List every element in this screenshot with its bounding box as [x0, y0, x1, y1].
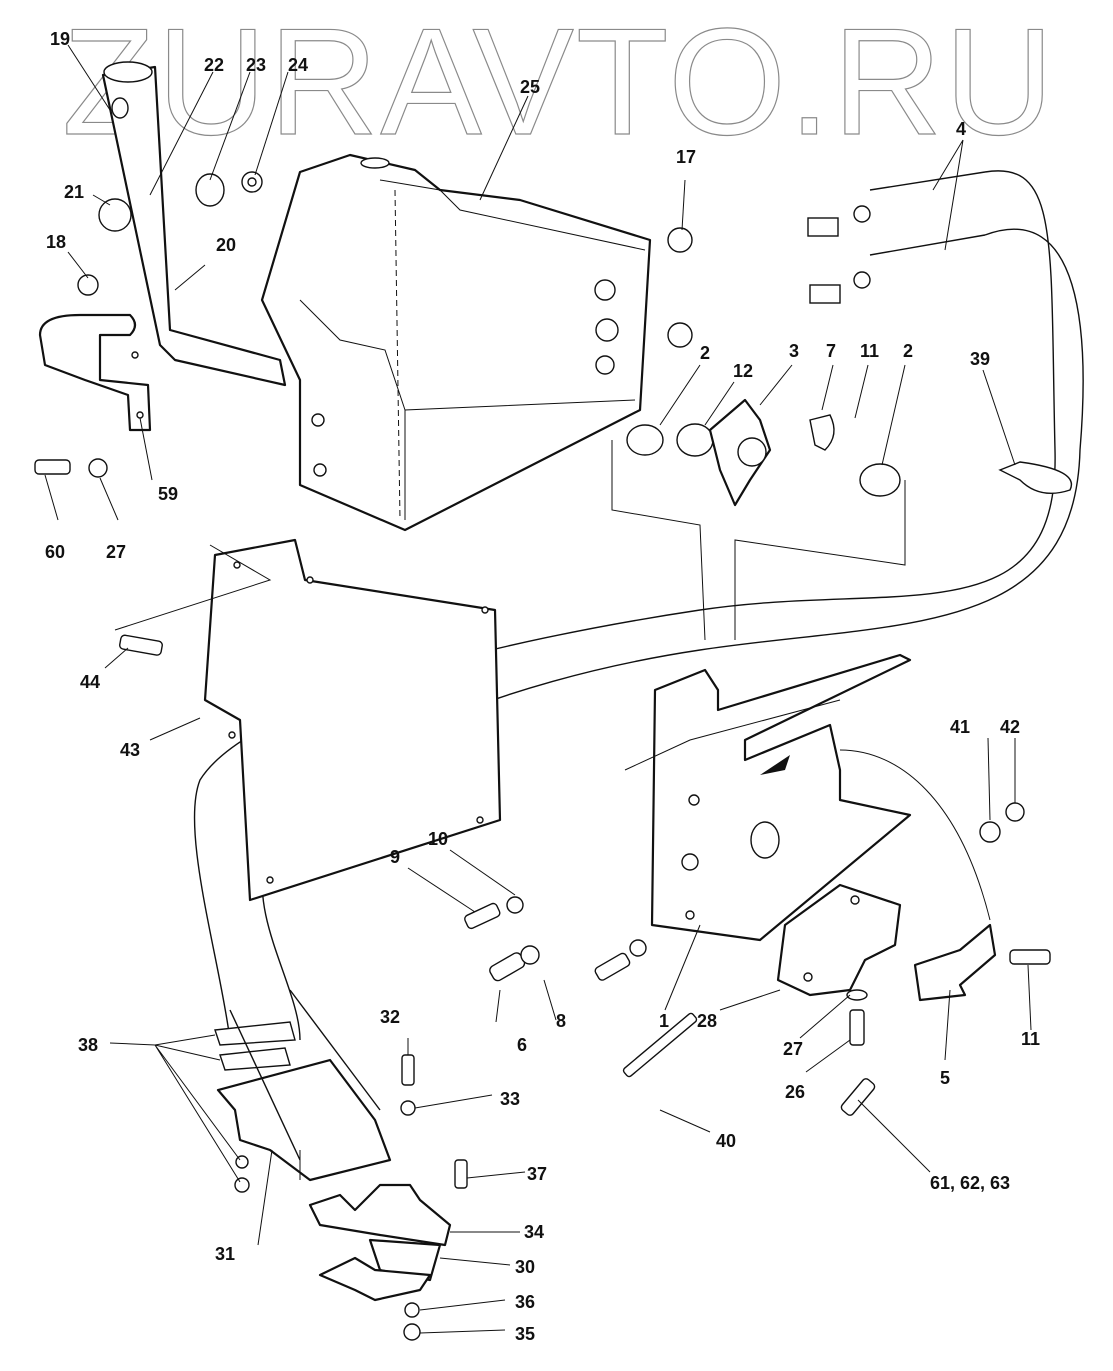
leader-lines [44, 44, 1032, 1334]
callout-27-top: 27 [106, 542, 127, 562]
callout-24: 24 [288, 55, 309, 75]
callout-28: 28 [697, 1011, 718, 1031]
callout-31: 31 [215, 1244, 236, 1264]
small-fasteners-top [34, 171, 693, 656]
handle-bracket [38, 313, 152, 432]
callout-5: 5 [940, 1068, 951, 1088]
callout-6: 6 [517, 1035, 528, 1055]
callout-59: 59 [158, 484, 179, 504]
callout-60: 60 [45, 542, 66, 562]
callout-25: 25 [520, 77, 541, 97]
callout-7: 7 [826, 341, 837, 361]
angle-bracket [913, 923, 997, 1002]
callout-17: 17 [676, 147, 697, 167]
callout-3: 3 [789, 341, 800, 361]
callout-10: 10 [428, 829, 449, 849]
callout-61-62-63: 61, 62, 63 [930, 1173, 1011, 1193]
mounting-plate-assembly [308, 1159, 468, 1341]
callout-42: 42 [1000, 717, 1021, 737]
cover-panel [114, 538, 502, 902]
callout-12: 12 [733, 361, 754, 381]
u-bracket [776, 883, 902, 997]
callout-2-right: 2 [903, 341, 914, 361]
main-bracket [624, 653, 991, 942]
callout-33: 33 [500, 1089, 521, 1109]
callout-27-bottom: 27 [783, 1039, 804, 1059]
callout-37: 37 [527, 1164, 548, 1184]
callout-38: 38 [78, 1035, 99, 1055]
fasteners-right [464, 802, 1051, 1116]
callout-39: 39 [970, 349, 991, 369]
callout-21: 21 [64, 182, 85, 202]
callout-44: 44 [80, 672, 101, 692]
callout-9: 9 [390, 847, 401, 867]
callout-26: 26 [785, 1082, 806, 1102]
control-lever [101, 61, 287, 387]
callout-43: 43 [120, 740, 141, 760]
callout-36: 36 [515, 1292, 536, 1312]
callout-20: 20 [216, 235, 237, 255]
callout-32: 32 [380, 1007, 401, 1027]
callout-41: 41 [950, 717, 971, 737]
callout-1: 1 [659, 1011, 670, 1031]
callout-2-left: 2 [700, 343, 711, 363]
lever-plate-assembly [611, 398, 906, 641]
callout-22: 22 [204, 55, 225, 75]
cable-plate-assembly [214, 989, 416, 1193]
callout-30: 30 [515, 1257, 536, 1277]
console-housing [260, 153, 652, 532]
callout-23: 23 [246, 55, 267, 75]
callout-40: 40 [716, 1131, 737, 1151]
callout-11-right: 11 [1021, 1029, 1041, 1049]
callout-35: 35 [515, 1324, 536, 1344]
callout-4: 4 [956, 119, 967, 139]
callout-34: 34 [524, 1222, 545, 1242]
callout-8: 8 [556, 1011, 567, 1031]
callout-18: 18 [46, 232, 67, 252]
callout-19: 19 [50, 29, 71, 49]
callout-11-top: 11 [860, 341, 880, 361]
